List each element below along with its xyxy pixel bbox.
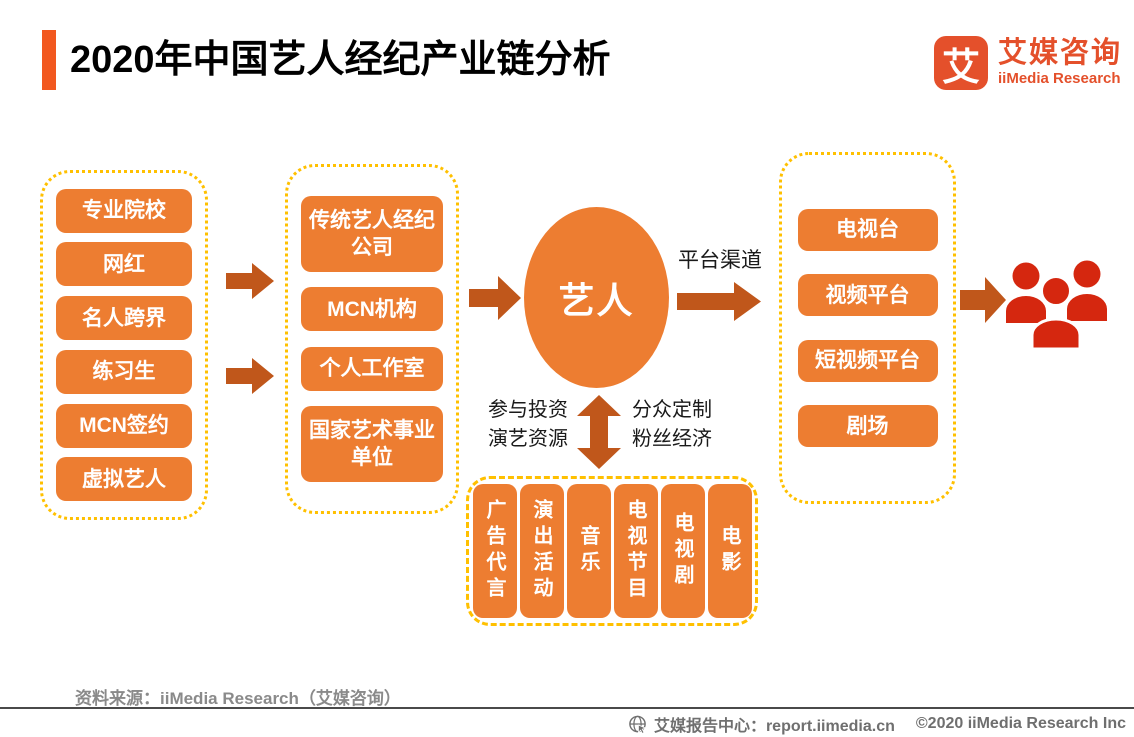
source-item: 虚拟艺人 [56,457,192,502]
group-platforms: 电视台 视频平台 短视频平台 剧场 [779,152,956,504]
footer-divider [0,707,1134,709]
agency-item: MCN机构 [301,287,443,332]
artist-node: 艺人 [524,207,669,388]
work-item-label: 电视剧 [671,512,693,590]
platform-item: 视频平台 [797,274,938,317]
report-center-url: 艾媒报告中心：report.iimedia.cn [653,718,895,735]
audience-icon [1006,260,1107,351]
work-item: 演出活动 [519,484,564,618]
work-item: 音乐 [566,484,611,618]
source-note: 资料来源：iiMedia Research（艾媒咨询） [75,689,401,708]
iimedia-logo: 艾 艾媒咨询 iiMedia Research [934,36,1122,90]
logo-mark-icon: 艾 [934,36,988,90]
agency-item: 国家艺术事业单位 [301,405,443,482]
group-agencies: 传统艺人经纪公司 MCN机构 个人工作室 国家艺术事业单位 [285,164,459,514]
arrow-updown-icon [577,395,621,469]
platform-item: 剧场 [797,405,938,448]
work-item-label: 演出活动 [530,499,552,603]
arrow-right-icon [226,263,274,299]
page-title: 2020年中国艺人经纪产业链分析 [70,39,611,81]
work-item-label: 音乐 [577,525,599,577]
exchange-left-line2: 演艺资源 [488,428,568,450]
globe-cursor-icon [629,715,647,734]
footer-report-info: 艾媒报告中心：report.iimedia.cn ©2020 iiMedia R… [628,712,1126,736]
source-item: 练习生 [56,349,192,394]
work-item: 广告代言 [472,484,517,618]
source-item: 专业院校 [56,188,192,233]
work-item: 电影 [707,484,752,618]
logo-name-en: iiMedia Research [998,70,1121,87]
title-accent-bar [42,30,56,90]
arrow-right-icon [469,276,521,320]
source-item: MCN签约 [56,403,192,448]
agency-item: 传统艺人经纪公司 [301,196,443,273]
group-artist-sources: 专业院校 网红 名人跨界 练习生 MCN签约 虚拟艺人 [40,170,208,520]
source-item: 网红 [56,242,192,287]
work-item-label: 电影 [718,525,740,577]
channel-label: 平台渠道 [678,249,762,272]
copyright-text: ©2020 iiMedia Research Inc [915,715,1126,732]
work-item: 电视剧 [660,484,705,618]
arrow-right-icon [677,282,761,321]
arrow-right-icon [226,358,274,394]
arrow-right-icon [960,277,1006,323]
agency-item: 个人工作室 [301,346,443,391]
work-item: 电视节目 [613,484,658,618]
exchange-right-label: 分众定制 粉丝经济 [628,396,716,454]
logo-name-cn: 艾媒咨询 [998,37,1123,69]
work-item-label: 电视节目 [624,499,646,603]
group-artist-works: 广告代言 演出活动 音乐 电视节目 电视剧 电影 [466,476,758,626]
exchange-left-label: 参与投资 演艺资源 [484,396,572,454]
platform-item: 电视台 [797,208,938,251]
platform-item: 短视频平台 [797,339,938,382]
exchange-right-line1: 分众定制 [632,399,712,421]
exchange-right-line2: 粉丝经济 [632,428,712,450]
source-item: 名人跨界 [56,296,192,341]
work-item-label: 广告代言 [483,499,505,603]
exchange-left-line1: 参与投资 [488,399,568,421]
